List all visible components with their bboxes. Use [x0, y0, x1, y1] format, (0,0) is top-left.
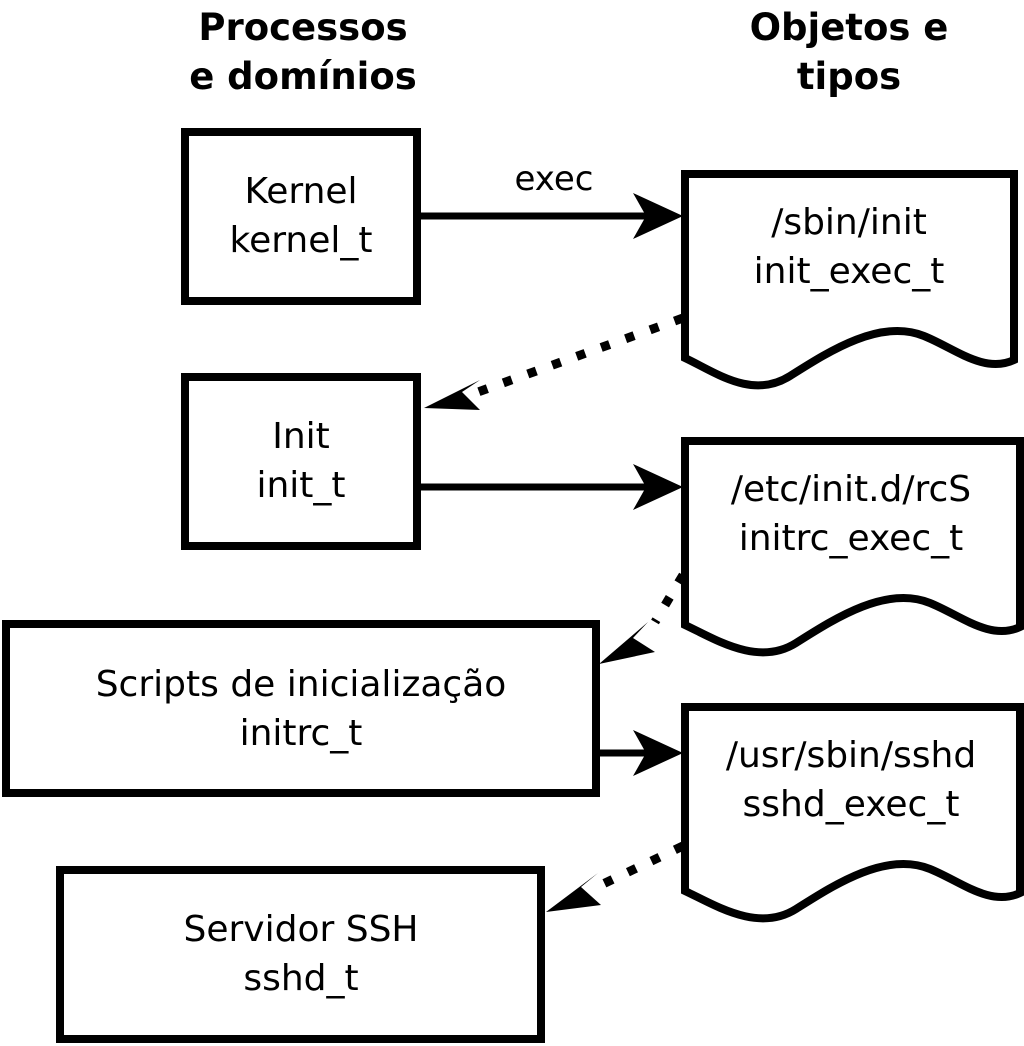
- object-node-sshd_exec-shape[interactable]: [681, 703, 1024, 923]
- object-node-initrc_exec-type: initrc_exec_t: [739, 518, 964, 559]
- object-node-initrc_exec[interactable]: /etc/init.d/rcS initrc_exec_t: [681, 437, 1024, 657]
- edge-kernel-exec-init_exec: exec: [421, 159, 683, 239]
- edge-label-exec: exec: [514, 159, 593, 199]
- process-node-initrc[interactable]: Scripts de inicialização initrc_t: [2, 620, 600, 797]
- edge-init_exec-transition-arrowhead: [424, 380, 480, 410]
- object-node-sshd_exec-type: sshd_exec_t: [743, 784, 960, 825]
- process-node-kernel-box[interactable]: [181, 128, 421, 305]
- edge-initrc-exec-sshd_exec: [600, 730, 683, 776]
- edge-init_exec-transition-init: [424, 313, 685, 410]
- edge-init-exec-arrowhead: [633, 464, 683, 510]
- process-node-initrc-box[interactable]: [2, 620, 600, 797]
- process-node-sshd-box[interactable]: [56, 866, 545, 1043]
- heading-objects-line1: Objetos e: [750, 6, 949, 49]
- process-node-sshd-name: Servidor SSH: [183, 909, 418, 950]
- process-node-init-name: Init: [272, 416, 330, 457]
- process-node-sshd-type: sshd_t: [243, 958, 358, 999]
- edge-sshd_exec-transition-sshd: [546, 841, 685, 912]
- object-node-initrc_exec-path: /etc/init.d/rcS: [731, 469, 971, 510]
- object-node-sshd_exec-path: /usr/sbin/sshd: [726, 735, 976, 776]
- process-node-initrc-name: Scripts de inicialização: [96, 664, 507, 705]
- edge-initrc_exec-transition-arrowhead: [599, 622, 655, 664]
- edge-kernel-exec-arrowhead: [633, 193, 683, 239]
- edge-sshd_exec-transition-arrowhead: [546, 873, 601, 912]
- process-node-kernel-type: kernel_t: [230, 220, 373, 261]
- object-node-init_exec-shape[interactable]: [681, 170, 1018, 390]
- edge-init-exec-initrc_exec: [421, 464, 683, 510]
- heading-objects-line2: tipos: [797, 55, 901, 98]
- process-node-init-box[interactable]: [181, 373, 421, 550]
- column-heading-objects: Objetos e tipos: [750, 6, 949, 98]
- edge-initrc-exec-arrowhead: [633, 730, 683, 776]
- object-node-sshd_exec[interactable]: /usr/sbin/sshd sshd_exec_t: [681, 703, 1024, 923]
- heading-processes-line2: e domínios: [189, 55, 417, 98]
- process-node-init-type: init_t: [256, 465, 345, 506]
- object-node-init_exec-path: /sbin/init: [771, 202, 927, 243]
- object-node-initrc_exec-shape[interactable]: [681, 437, 1024, 657]
- column-heading-processes: Processos e domínios: [189, 6, 417, 98]
- process-node-kernel[interactable]: Kernel kernel_t: [181, 128, 421, 305]
- edge-initrc_exec-transition-initrc: [599, 572, 687, 664]
- process-node-sshd[interactable]: Servidor SSH sshd_t: [56, 866, 545, 1043]
- object-node-init_exec[interactable]: /sbin/init init_exec_t: [681, 170, 1018, 390]
- process-node-initrc-type: initrc_t: [240, 713, 363, 754]
- process-node-kernel-name: Kernel: [244, 171, 357, 212]
- edge-sshd_exec-transition-line: [601, 841, 685, 889]
- process-node-init[interactable]: Init init_t: [181, 373, 421, 550]
- edge-init_exec-transition-line: [476, 313, 685, 397]
- edge-initrc_exec-transition-line: [651, 572, 687, 625]
- heading-processes-line1: Processos: [198, 6, 407, 49]
- object-node-init_exec-type: init_exec_t: [754, 251, 945, 292]
